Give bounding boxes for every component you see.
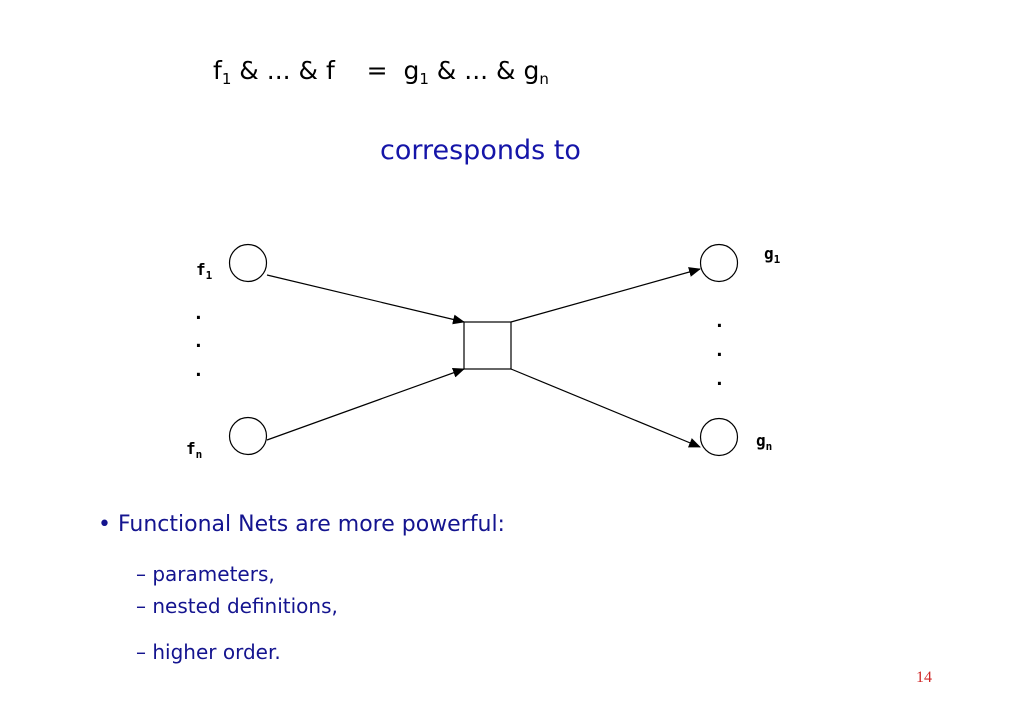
ellipsis-dot-right-2: . [714, 340, 725, 361]
label-g1: g1 [764, 244, 781, 266]
bullet-main: • Functional Nets are more powerful: [98, 512, 505, 537]
formula-lhs-middle: & ... & f [231, 56, 335, 85]
formula-rhs-last-sub: n [539, 70, 549, 88]
arc-f1-to-transition [266, 274, 465, 325]
corresponds-to-heading: corresponds to [380, 135, 581, 166]
arc-transition-to-g1 [510, 267, 701, 323]
arc-fn-to-transition [266, 368, 465, 441]
label-f1: f1 [196, 260, 213, 282]
formula-lhs-first: f [213, 56, 222, 85]
formula-equals: = [366, 56, 388, 85]
sub-item-nested-definitions: – nested definitions, [136, 594, 338, 618]
ellipsis-dot-left-3: . [193, 360, 204, 381]
transition-box [463, 321, 512, 370]
input-place-top [228, 243, 268, 283]
page-number: 14 [916, 669, 932, 686]
bullet-list: • Functional Nets are more powerful: [98, 512, 505, 537]
ellipsis-dot-right-3: . [714, 369, 725, 390]
formula-rhs-middle: & ... & g [428, 56, 540, 85]
ellipsis-dot-right-1: . [714, 311, 725, 332]
arc-transition-to-gn [510, 368, 701, 448]
ellipsis-dot-left-2: . [193, 331, 204, 352]
sub-item-parameters: – parameters, [136, 562, 275, 586]
output-place-bottom [699, 417, 739, 457]
formula-rhs-first-sub: 1 [419, 70, 429, 88]
ellipsis-dot-left-1: . [193, 303, 204, 324]
label-fn: fn [186, 439, 202, 461]
sub-item-higher-order: – higher order. [136, 640, 281, 664]
output-place-top [699, 243, 739, 283]
input-place-bottom [228, 416, 268, 456]
formula-rhs-first: g [403, 56, 420, 85]
label-gn: gn [756, 431, 772, 453]
formula-lhs-first-sub: 1 [221, 70, 232, 88]
formula: f1 & ... & f = g1 & ... & gn [213, 56, 549, 88]
